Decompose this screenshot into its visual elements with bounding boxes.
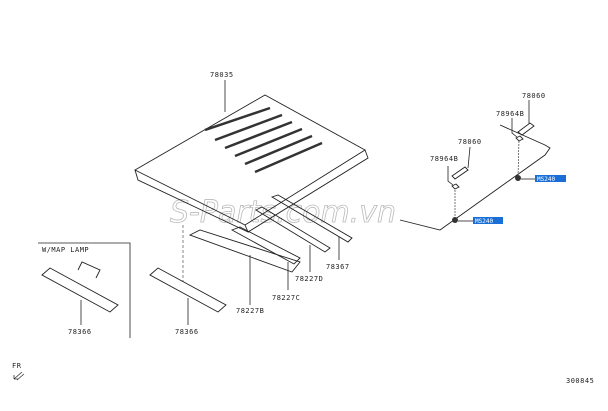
highlighted-part-link[interactable] [535, 175, 566, 182]
front-arrow-icon [13, 371, 25, 381]
diagram-code: 300845 [566, 377, 594, 385]
roof-rail-78367[interactable] [270, 194, 353, 260]
highlighted-part-label[interactable]: MS240 [475, 218, 493, 225]
roof-bow-78227b[interactable] [188, 229, 301, 305]
rear-bracket[interactable] [511, 100, 535, 181]
front-rail-78366[interactable] [149, 267, 227, 325]
rear-header-outline [399, 124, 551, 231]
label-bow-b[interactable]: 78227B [236, 307, 264, 315]
label-map-lamp-note: W/MAP LAMP [42, 246, 89, 254]
label-clip-front[interactable]: 78964B [430, 155, 458, 163]
label-bow-c[interactable]: 78227C [272, 294, 300, 302]
roof-bow-78227c[interactable] [230, 226, 301, 290]
highlighted-part-link[interactable] [473, 217, 503, 224]
label-bracket-front[interactable]: 78060 [458, 138, 482, 146]
map-lamp-inset [38, 242, 131, 338]
label-front-rail-map[interactable]: 78366 [68, 328, 92, 336]
label-rail-rear[interactable]: 78367 [326, 263, 350, 271]
roof-panel[interactable] [134, 80, 369, 233]
roof-bow-78227d[interactable] [255, 206, 331, 272]
label-roof-panel[interactable]: 78035 [210, 71, 234, 79]
label-clip-rear[interactable]: 78964B [496, 110, 524, 118]
label-bow-d[interactable]: 78227D [295, 275, 323, 283]
label-front-rail[interactable]: 78366 [175, 328, 199, 336]
highlighted-part-label[interactable]: MS240 [537, 176, 555, 183]
label-front-indicator: FR [12, 362, 22, 370]
label-bracket-rear[interactable]: 78060 [522, 92, 546, 100]
watermark: S-Parts.com.vn [170, 195, 396, 230]
front-bracket[interactable] [447, 146, 471, 223]
